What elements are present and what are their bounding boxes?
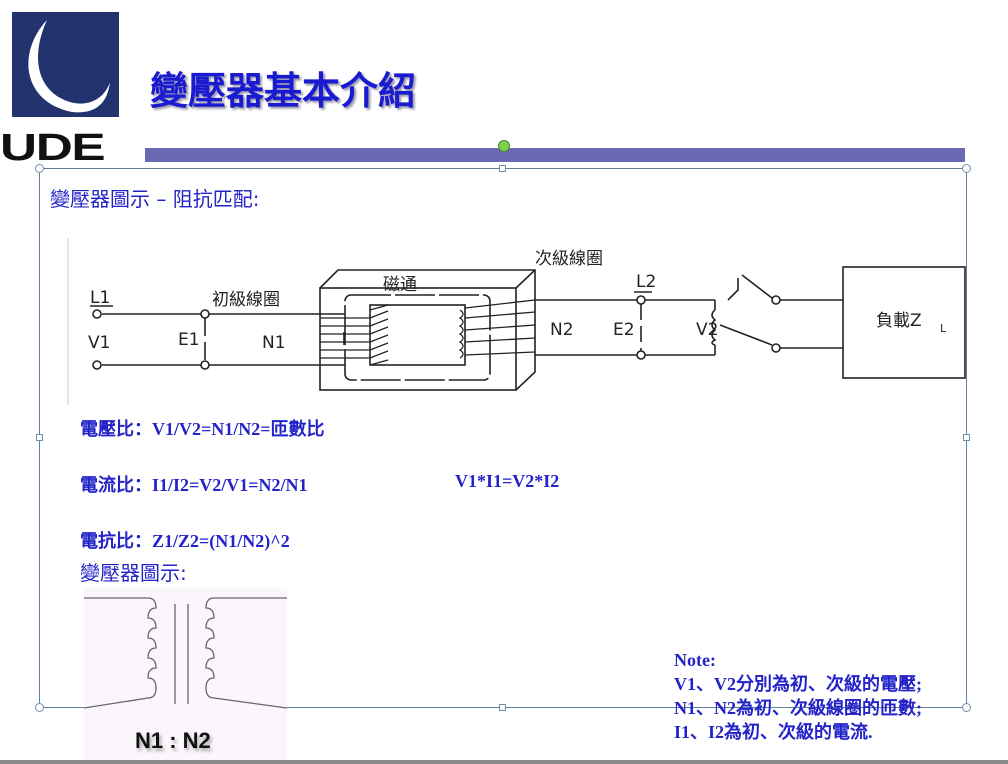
label-L2: L2: [636, 272, 656, 292]
turns-ratio-label: N1 : N2: [135, 728, 211, 753]
resize-handle-bottom[interactable]: [499, 704, 506, 711]
label-N2: N2: [550, 320, 574, 340]
note-block: Note: V1、V2分別為初、次級的電壓; N1、N2為初、次級線圈的匝數; …: [674, 648, 922, 744]
subtitle-impedance-matching: 變壓器圖示 – 阻抗匹配:: [50, 187, 260, 211]
resize-handle-top[interactable]: [499, 165, 506, 172]
window-bottom-border: [0, 760, 1008, 764]
resize-handle-left[interactable]: [36, 434, 43, 441]
label-primary-coil: 初級線圈: [212, 290, 280, 310]
resize-handle-right[interactable]: [963, 434, 970, 441]
resize-handle-bottom-left[interactable]: [35, 703, 44, 712]
resize-handle-top-right[interactable]: [962, 164, 971, 173]
label-V1: V1: [88, 333, 110, 353]
note-line: V1、V2分別為初、次級的電壓;: [674, 674, 922, 694]
slide-title[interactable]: 變壓器基本介紹: [150, 68, 417, 113]
label-N1: N1: [262, 333, 286, 353]
label-secondary-coil: 次級線圈: [535, 249, 603, 269]
note-line: I1、I2為初、次級的電流.: [674, 722, 873, 742]
label-load: 負載Z: [876, 311, 922, 331]
formula-voltage-ratio: 電壓比：V1/V2=N1/N2=匝數比: [80, 419, 325, 439]
transformer-symbol-image: [83, 588, 288, 764]
label-E1: E1: [178, 330, 200, 350]
rotate-handle[interactable]: [498, 140, 510, 152]
logo-mark: [12, 12, 119, 117]
logo-text: UDE: [0, 127, 106, 169]
formula-power: V1*I1=V2*I2: [455, 471, 560, 491]
transformer-circuit-diagram: L1 V1 E1 N1 初級線圈 磁通 次級線圈 N2 L2 E2 V2 負載Z…: [67, 238, 966, 405]
label-load-subscript: L: [940, 322, 947, 335]
subtitle-transformer-symbol: 變壓器圖示:: [80, 561, 187, 585]
resize-handle-bottom-right[interactable]: [962, 703, 971, 712]
formula-impedance-ratio: 電抗比：Z1/Z2=(N1/N2)^2: [80, 531, 290, 551]
title-bar-divider: [145, 148, 965, 162]
resize-handle-top-left[interactable]: [35, 164, 44, 173]
note-line: N1、N2為初、次級線圈的匝數;: [674, 698, 922, 718]
label-flux: 磁通: [383, 275, 417, 295]
logo-swoosh-icon: [28, 20, 111, 113]
note-title: Note:: [674, 650, 716, 670]
selected-textbox[interactable]: [35, 164, 971, 712]
label-V2: V2: [696, 320, 718, 340]
label-E2: E2: [613, 320, 635, 340]
transformer-symbol-icon: [83, 597, 288, 709]
formula-current-ratio: 電流比：I1/I2=V2/V1=N2/N1: [80, 475, 308, 495]
label-L1: L1: [90, 288, 110, 308]
